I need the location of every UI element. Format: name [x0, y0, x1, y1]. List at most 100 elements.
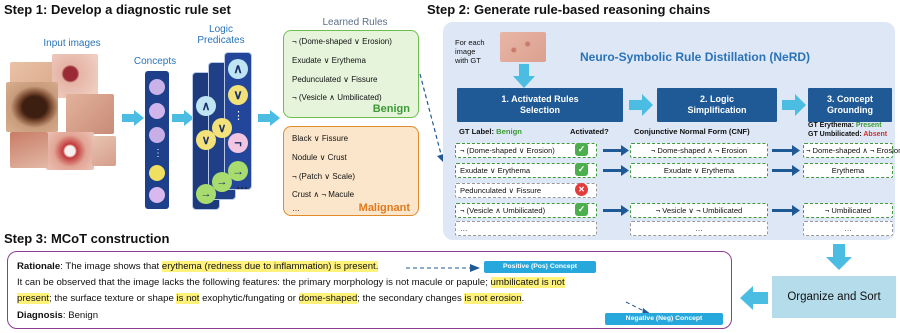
cross-icon: ✕ [575, 183, 588, 196]
benign-rule: ¬ (Vesicle ∧ Umbilicated) [292, 93, 382, 102]
learned-rules-label: Learned Rules [322, 17, 388, 28]
concepts-label: Concepts [133, 56, 177, 67]
rule-row: Pedunculated ∨ Fissure [455, 183, 597, 198]
positive-concept-tag: Positive (Pos) Concept [484, 261, 596, 273]
gt-umbilicated: GT Umbilicated: Absent [808, 130, 887, 139]
arrow-organize-to-mcot [740, 286, 768, 310]
sample-skin-image [500, 32, 546, 62]
concept-node-1 [149, 79, 165, 95]
input-images-label: Input images [43, 38, 101, 49]
rule-row: ¬ (Dome-shaped ∨ Erosion) [455, 143, 597, 158]
benign-rule: ¬ (Dome-shaped ∨ Erosion) [292, 37, 392, 46]
stage2-logic-simplification: 2. Logic Simplification [657, 88, 777, 122]
step1-title: Step 1: Develop a diagnostic rule set [4, 2, 231, 17]
concept-node-2 [149, 103, 165, 119]
negative-concept-tag: Negative (Neg) Concept [605, 313, 723, 325]
gt-umbilicated-value: Absent [863, 131, 888, 138]
predicate-not-node: ¬ [228, 133, 248, 153]
skin-image-3 [66, 94, 114, 134]
grounded-row: ¬ Dome-shaped ∧ ¬ Erosion [803, 143, 900, 158]
rule-row: Exudate ∨ Erythema [455, 163, 597, 178]
cnf-to-grounding-arrows [772, 145, 800, 216]
stage1-activated-rules-selection: 1. Activated Rules Selection [457, 88, 623, 122]
rule-to-cnf-arrows [603, 145, 629, 216]
skin-image-2 [52, 54, 98, 98]
cnf-row: Exudate ∨ Erythema [630, 163, 768, 178]
malignant-rule: Black ∨ Fissure [292, 134, 349, 143]
predicate-back-or-node: ∨ [196, 130, 216, 150]
diagnosis-line: Diagnosis: Benign [17, 308, 98, 324]
check-icon: ✓ [575, 163, 588, 176]
concept-node-3 [149, 127, 165, 143]
gt-label-prefix: GT Label: [459, 127, 495, 136]
negative-concept-highlight: umbilicated is not [490, 277, 565, 288]
activated-header: Activated? [570, 127, 609, 136]
malignant-rules-box: Black ∨ Fissure Nodule ∨ Crust ¬ (Patch … [283, 126, 419, 216]
negative-concept-highlight: present [17, 293, 49, 304]
step3-title: Step 3: MCoT construction [4, 231, 170, 246]
rule-row: … [455, 221, 597, 236]
predicate-and-node: ∧ [228, 59, 248, 79]
predicates-ellipsis: … [236, 178, 248, 192]
benign-rules-box: ¬ (Dome-shaped ∨ Erosion) Exudate ∨ Eryt… [283, 30, 419, 118]
grounded-row: Erythema [803, 163, 893, 178]
rationale-text: It can be observed that the image lacks … [17, 277, 491, 288]
arrow-images-to-concepts [122, 110, 144, 126]
rationale-line-1: Rationale: The image shows that erythema… [17, 259, 379, 275]
arrow-predicates-to-rules [258, 110, 280, 126]
gt-umbilicated-prefix: GT Umbilicated: [808, 131, 862, 138]
predicate-back-and-node: ∧ [196, 96, 216, 116]
arrow-image-to-stage1 [513, 64, 535, 88]
skin-image-7 [92, 136, 116, 166]
gt-label: GT Label: Benign [459, 127, 522, 136]
cnf-header: Conjunctive Normal Form (CNF) [634, 127, 750, 136]
rationale-text: : The image shows that [60, 261, 162, 272]
for-each-image-label: For each image with GT [455, 38, 485, 65]
predicate-mid-or-node: ∨ [212, 118, 232, 138]
rationale-line-3: present; the surface texture or shape is… [17, 291, 524, 307]
predicate-mid-implies-node: → [212, 172, 232, 192]
predicate-layer-front: ∧ ∨ ⋮ ¬ → [224, 52, 252, 190]
nerd-title: Neuro-Symbolic Rule Distillation (NeRD) [580, 50, 811, 64]
predicate-or-node: ∨ [228, 85, 248, 105]
skin-image-6 [10, 132, 48, 168]
skin-image-4 [6, 82, 58, 132]
malignant-rule: … [292, 204, 300, 213]
malignant-rule: Nodule ∨ Crust [292, 153, 347, 162]
malignant-label: Malignant [358, 202, 410, 214]
concepts-column: ⋮ [145, 71, 169, 209]
concept-node-5 [149, 187, 165, 203]
skin-image-5 [46, 132, 94, 170]
input-images-collage [6, 54, 118, 172]
rationale-label: Rationale [17, 261, 61, 272]
gt-erythema-prefix: GT Erythema: [808, 122, 854, 129]
step2-title: Step 2: Generate rule-based reasoning ch… [427, 2, 711, 17]
check-icon: ✓ [575, 143, 588, 156]
rationale-text: . [521, 293, 525, 304]
logic-predicates-label: Logic Predicates [197, 24, 245, 46]
predicate-ellipsis: ⋮ [233, 110, 244, 122]
arrow-nerd-to-organize [826, 244, 852, 270]
arrow-concepts-to-predicates [172, 110, 194, 126]
arrow-stage2-to-stage3 [782, 94, 806, 116]
arrow-stage1-to-stage2 [629, 94, 653, 116]
pos-dashed-arrow [406, 264, 480, 272]
concepts-ellipsis: ⋮ [153, 148, 163, 159]
gt-erythema: GT Erythema: Present [808, 121, 882, 130]
negative-concept-highlight: dome-shaped [298, 293, 358, 304]
diagnosis-value: : Benign [62, 310, 99, 321]
rationale-text: ; the surface texture or shape [49, 293, 177, 304]
malignant-rule: ¬ (Patch ∨ Scale) [292, 172, 355, 181]
rationale-line-2: It can be observed that the image lacks … [17, 275, 565, 291]
organize-and-sort-box: Organize and Sort [772, 276, 896, 318]
predicate-back-implies-node: → [196, 184, 216, 204]
cnf-row: ¬ Vesicle ∨ ¬ Umbilicated [630, 203, 768, 218]
mcot-box: Rationale: The image shows that erythema… [7, 251, 732, 329]
rationale-text: ; the secondary changes [357, 293, 465, 304]
stage3-concept-grounding: 3. Concept Grounding [808, 88, 892, 122]
grounded-row: … [803, 221, 893, 236]
gt-erythema-value: Present [855, 122, 882, 129]
negative-concept-highlight: is not [176, 293, 200, 304]
grounded-row: ¬ Umbilicated [803, 203, 893, 218]
diagnosis-label: Diagnosis [17, 310, 63, 321]
